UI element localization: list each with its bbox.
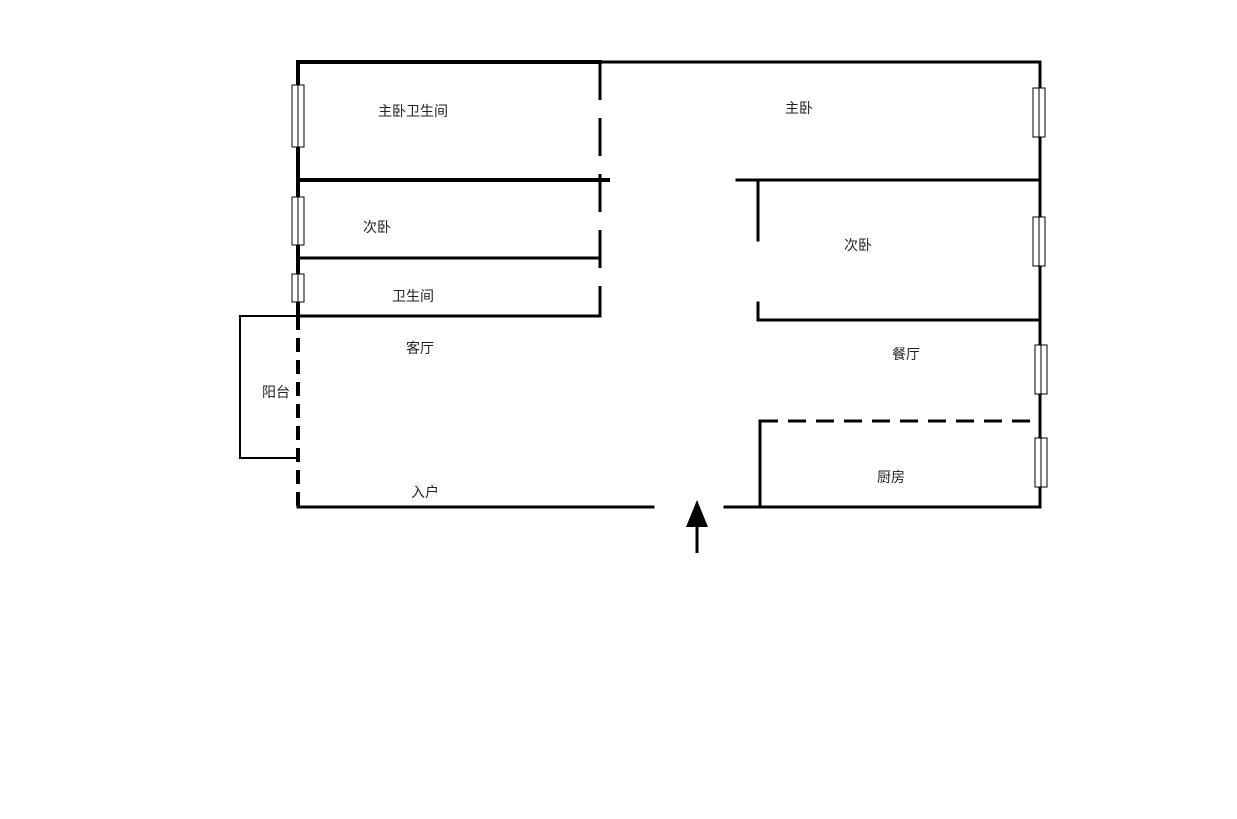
label-bathroom: 卫生间 bbox=[392, 289, 434, 305]
label-living-room: 客厅 bbox=[406, 340, 434, 357]
label-second-bedroom-left: 次卧 bbox=[363, 220, 391, 236]
label-kitchen: 厨房 bbox=[877, 470, 905, 486]
label-dining-room: 餐厅 bbox=[892, 347, 920, 363]
windows bbox=[291, 84, 1048, 488]
label-balcony: 阳台 bbox=[262, 385, 290, 401]
window-dining-room bbox=[1034, 344, 1048, 395]
room-labels: 主卧卫生间 主卧 次卧 次卧 卫生间 客厅 餐厅 阳台 厨房 入户 bbox=[262, 101, 920, 501]
label-master-bedroom: 主卧 bbox=[785, 101, 813, 117]
window-master-bath bbox=[291, 84, 305, 148]
balcony-outline bbox=[239, 315, 298, 459]
window-bathroom bbox=[291, 273, 305, 303]
label-second-bedroom-right: 次卧 bbox=[844, 238, 872, 254]
arrow-up-icon bbox=[686, 500, 708, 553]
window-second-bedroom-left bbox=[291, 196, 305, 246]
window-master-bedroom bbox=[1032, 87, 1046, 138]
window-second-bedroom-right bbox=[1032, 216, 1046, 267]
label-master-bathroom: 主卧卫生间 bbox=[378, 104, 448, 120]
window-kitchen bbox=[1034, 437, 1048, 488]
label-entrance: 入户 bbox=[411, 484, 439, 501]
walls bbox=[239, 60, 1042, 509]
